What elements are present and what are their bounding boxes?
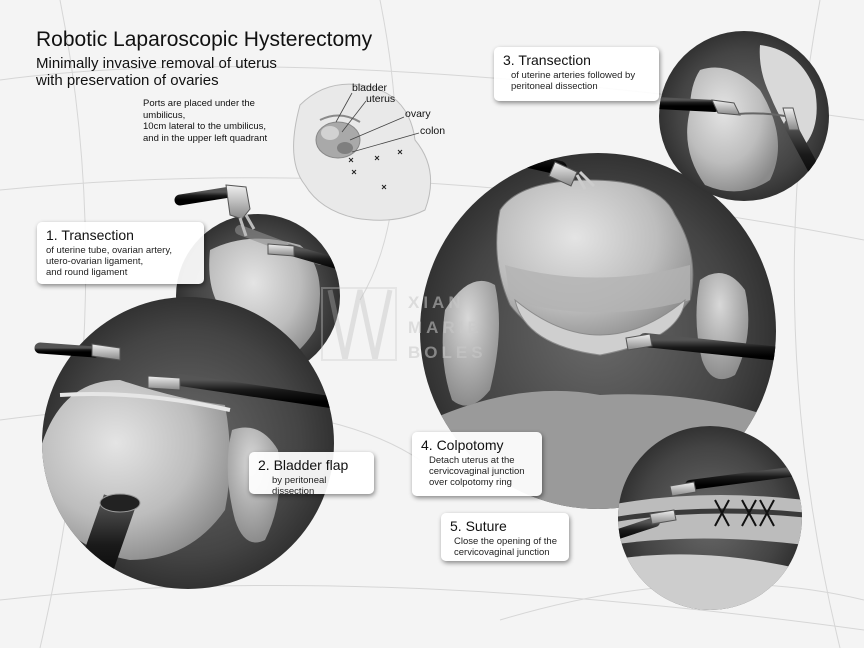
- step1-callout: 1. Transection of uterine tube, ovarian …: [37, 222, 204, 284]
- step2-callout: 2. Bladder flap by peritoneal dissection: [249, 452, 374, 497]
- label-bladder: bladder: [352, 82, 388, 94]
- step5-scene: [618, 426, 802, 610]
- watermark-logo: [321, 287, 397, 361]
- step4-desc: Detach uterus at the cervicovaginal junc…: [429, 455, 525, 488]
- step5-desc: Close the opening of the cervicovaginal …: [454, 536, 557, 558]
- step3-title: 3. Transection: [503, 52, 591, 68]
- step5-callout: 5. Suture Close the opening of the cervi…: [441, 513, 569, 561]
- step2-title: 2. Bladder flap: [258, 457, 349, 473]
- page-title: Robotic Laparoscopic Hysterectomy: [36, 28, 373, 51]
- step5-title: 5. Suture: [450, 518, 507, 534]
- ports-note: Ports are placed under the umbilicus, 10…: [143, 98, 268, 144]
- page-subtitle: Minimally invasive removal of uterus wit…: [36, 55, 277, 89]
- step3-desc: of uterine arteries followed by peritone…: [511, 70, 636, 92]
- step1-scene: [174, 184, 340, 378]
- watermark-text: XIAN MARIE BOLES: [408, 293, 487, 362]
- step4-title: 4. Colpotomy: [421, 437, 504, 453]
- sutures: [714, 499, 775, 527]
- step1-title: 1. Transection: [46, 227, 134, 243]
- step4-callout: 4. Colpotomy Detach uterus at the cervic…: [412, 432, 542, 496]
- step3-callout: 3. Transection of uterine arteries follo…: [494, 47, 659, 101]
- label-ovary: ovary: [405, 108, 431, 120]
- step1-desc: of uterine tube, ovarian artery, utero-o…: [46, 245, 173, 278]
- leader-lines: [335, 92, 420, 153]
- step2-desc: by peritoneal dissection: [272, 475, 327, 497]
- port-marks: [348, 149, 403, 190]
- label-colon: colon: [420, 125, 446, 137]
- pelvis-sketch: [293, 83, 432, 221]
- label-uterus: uterus: [366, 93, 396, 105]
- step3-scene: [659, 31, 829, 201]
- step2-scene: [34, 297, 334, 589]
